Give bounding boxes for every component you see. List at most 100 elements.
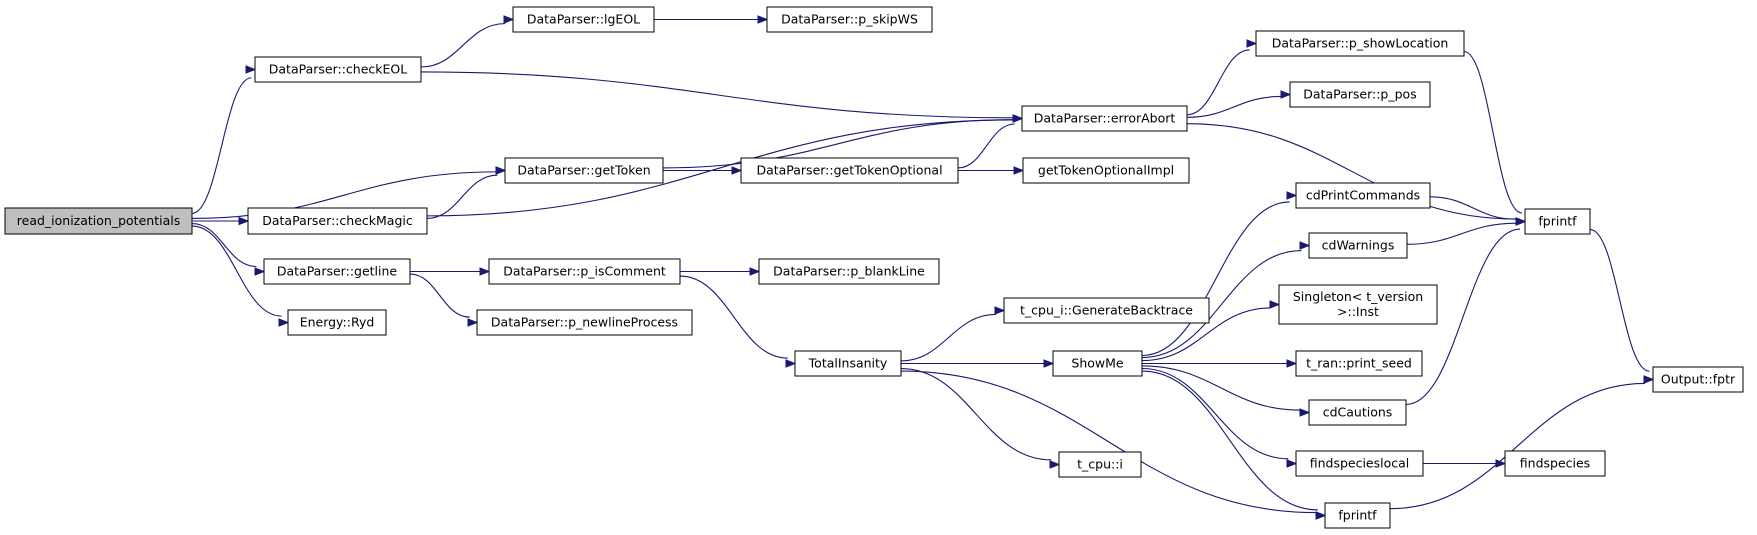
node-singleton-t-version-inst[interactable]: Singleton< t_version>::Inst — [1278, 284, 1438, 325]
node-fprintf[interactable]: fprintf — [1524, 208, 1591, 235]
node-label: DataParser::checkMagic — [262, 213, 413, 228]
node-dataparser-p-newlineprocess[interactable]: DataParser::p_newlineProcess — [476, 309, 693, 336]
node-findspecies[interactable]: findspecies — [1504, 450, 1606, 477]
node-findspecieslocal[interactable]: findspecieslocal — [1295, 450, 1424, 477]
node-dataparser-checkeol[interactable]: DataParser::checkEOL — [254, 56, 422, 83]
node-label: t_ran::print_seed — [1306, 356, 1412, 371]
node-box — [1324, 502, 1391, 529]
edge-line — [1141, 307, 1271, 362]
edge-line — [191, 171, 497, 220]
node-dataparser-errorabort[interactable]: DataParser::errorAbort — [1021, 105, 1188, 132]
node-cdprintcommands[interactable]: cdPrintCommands — [1295, 182, 1431, 209]
node-dataparser-getline[interactable]: DataParser::getline — [263, 258, 411, 285]
node-dataparser-gettokenoptional[interactable]: DataParser::getTokenOptional — [740, 157, 959, 184]
edge-line — [679, 275, 788, 359]
node-box — [1052, 350, 1143, 377]
call-edge-n19-to-n22 — [1141, 300, 1281, 362]
node-dataparser-p-skipws[interactable]: DataParser::p_skipWS — [766, 6, 933, 33]
edge-line — [1141, 201, 1290, 357]
arrowhead — [479, 267, 491, 276]
node-cdcautions[interactable]: cdCautions — [1308, 399, 1407, 426]
arrowhead — [1013, 166, 1025, 175]
edge-line — [1406, 222, 1517, 245]
node-box — [1058, 451, 1142, 478]
node-t-cpu-i[interactable]: t_cpu::i — [1058, 451, 1142, 478]
arrowhead — [238, 216, 250, 226]
node-label: DataParser::checkEOL — [269, 62, 408, 77]
call-edge-n19-to-n24 — [1141, 365, 1311, 417]
edges — [191, 15, 1655, 520]
node-t-ran-print-seed[interactable]: t_ran::print_seed — [1295, 350, 1423, 377]
node-label: Output::fptr — [1661, 372, 1736, 387]
edge-line — [900, 368, 1052, 461]
node-box — [512, 6, 655, 33]
node-box — [1652, 366, 1744, 393]
arrowhead — [1049, 460, 1061, 469]
node-label: DataParser::p_pos — [1303, 87, 1416, 102]
arrowhead — [757, 15, 769, 24]
node-box — [1003, 297, 1210, 324]
node-box — [1278, 284, 1438, 325]
call-edge-n19-to-n27 — [1141, 370, 1327, 520]
node-showme[interactable]: ShowMe — [1052, 350, 1143, 377]
arrowhead — [503, 15, 515, 24]
call-edge-n12-to-n15 — [409, 273, 479, 327]
edge-line — [1429, 196, 1517, 220]
node-read-ionization-potentials[interactable]: read_ionization_potentials — [4, 207, 193, 235]
edge-line — [420, 23, 506, 68]
call-edge-n8-to-n9 — [662, 166, 743, 175]
node-label: t_cpu::i — [1077, 457, 1123, 472]
node-label: ShowMe — [1071, 356, 1124, 371]
node-label: cdPrintCommands — [1306, 188, 1420, 203]
edge-line — [409, 273, 470, 318]
node-t-cpu-i-generatebacktrace[interactable]: t_cpu_i::GenerateBacktrace — [1003, 297, 1210, 324]
call-edge-n13-to-n17 — [679, 275, 797, 368]
node-dataparser-p-blankline[interactable]: DataParser::p_blankLine — [758, 258, 940, 285]
edge-line — [1389, 382, 1645, 510]
edge-line — [957, 123, 1015, 169]
arrowhead — [994, 306, 1006, 315]
node-dataparser-p-showlocation[interactable]: DataParser::p_showLocation — [1255, 30, 1465, 57]
node-totalinsanity[interactable]: TotalInsanity — [794, 350, 902, 377]
arrowhead — [467, 318, 479, 327]
node-label: cdCautions — [1323, 405, 1393, 420]
node-box — [504, 157, 664, 184]
edge-line — [1589, 228, 1650, 372]
call-edge-n24-to-n7 — [1405, 217, 1527, 406]
call-edge-n0-to-n12 — [191, 222, 266, 276]
node-box — [1289, 81, 1431, 108]
node-label: >::Inst — [1337, 304, 1379, 319]
call-edge-n27-to-n29 — [1389, 375, 1655, 510]
arrowhead — [495, 166, 507, 175]
node-dataparser-gettoken[interactable]: DataParser::getToken — [504, 157, 664, 184]
edge-line — [900, 313, 996, 362]
node-dataparser-checkmagic[interactable]: DataParser::checkMagic — [247, 207, 428, 235]
node-box — [247, 207, 428, 235]
node-box — [263, 258, 411, 285]
node-box — [476, 309, 693, 336]
node-box — [254, 56, 422, 83]
call-edge-n1-to-n2 — [420, 15, 515, 68]
arrowhead — [749, 267, 761, 276]
arrowhead — [245, 65, 257, 74]
node-label: read_ionization_potentials — [17, 213, 180, 228]
node-box — [1021, 105, 1188, 132]
node-output-fptr[interactable]: Output::fptr — [1652, 366, 1744, 393]
edge-line — [900, 370, 1317, 514]
node-fprintf[interactable]: fprintf — [1324, 502, 1391, 529]
node-energy-ryd[interactable]: Energy::Ryd — [287, 309, 387, 336]
node-dataparser-p-pos[interactable]: DataParser::p_pos — [1289, 81, 1431, 108]
call-edge-n17-to-n27 — [900, 370, 1327, 520]
node-label: Singleton< t_version — [1293, 289, 1423, 304]
arrowhead — [1299, 408, 1311, 417]
node-gettokenoptionalimpl[interactable]: getTokenOptionalImpl — [1022, 157, 1190, 184]
node-dataparser-p-iscomment[interactable]: DataParser::p_isComment — [488, 258, 681, 285]
node-dataparser-lgeol[interactable]: DataParser::lgEOL — [512, 6, 655, 33]
call-edge-n19-to-n21 — [1141, 241, 1311, 359]
call-edge-n13-to-n14 — [679, 267, 761, 276]
call-edge-n4-to-n6 — [1186, 90, 1292, 118]
node-cdwarnings[interactable]: cdWarnings — [1308, 232, 1408, 259]
node-label: fprintf — [1338, 508, 1377, 523]
arrowhead — [1043, 359, 1055, 368]
node-label: DataParser::getTokenOptional — [756, 163, 942, 178]
